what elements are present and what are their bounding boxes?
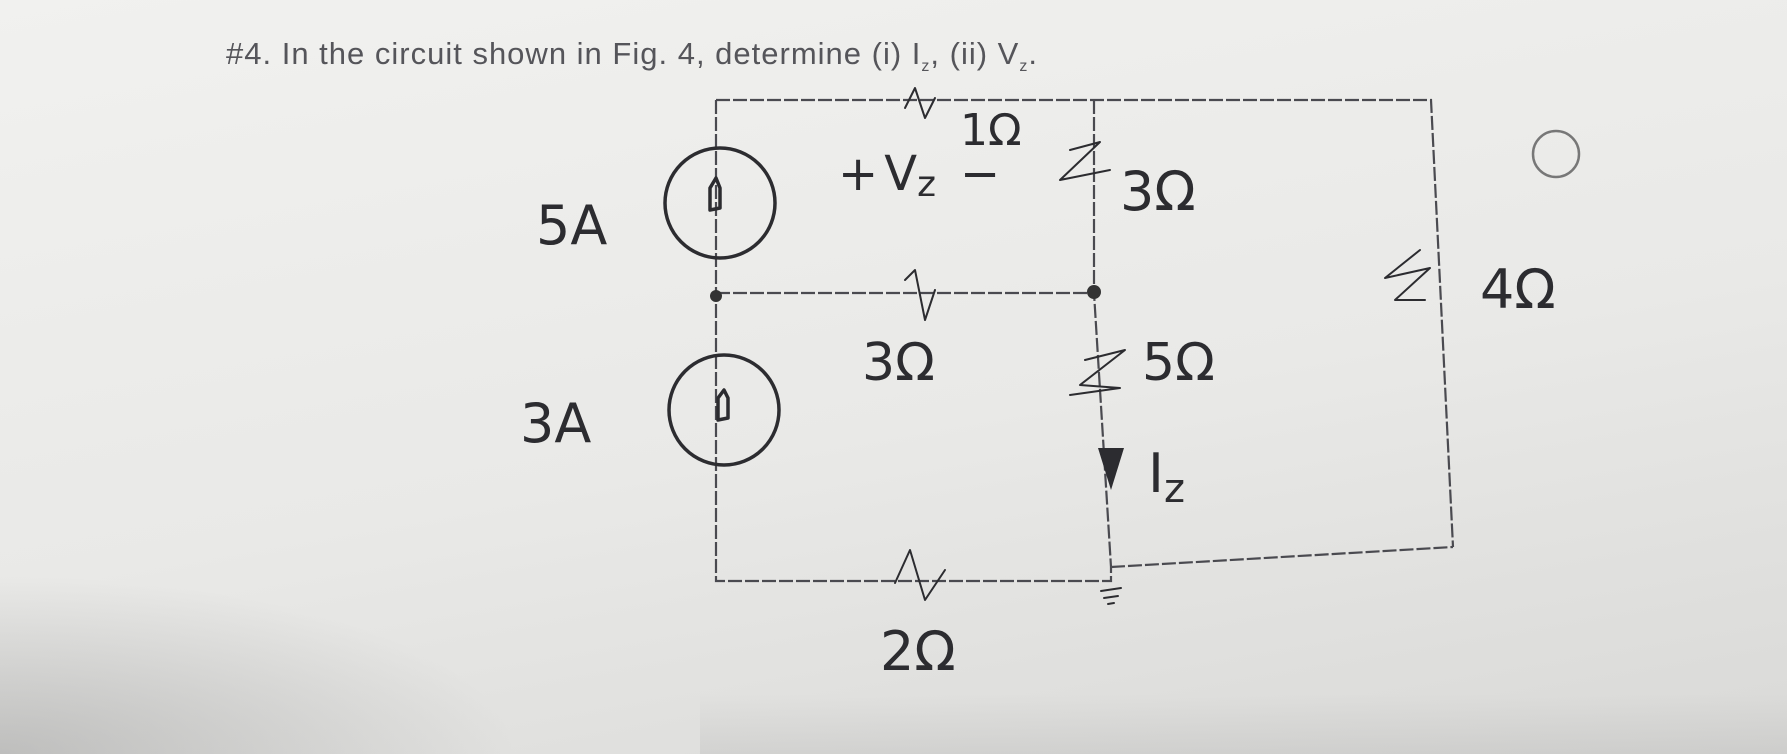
ground-icon xyxy=(1100,587,1122,605)
current-arrow-icon xyxy=(1098,448,1124,490)
problem-statement: #4. In the circuit shown in Fig. 4, dete… xyxy=(226,36,1038,76)
resistor-label-2ohm: 2Ω xyxy=(880,620,956,683)
resistor-label-4ohm: 4Ω xyxy=(1480,258,1556,321)
resistor-2ohm-symbol xyxy=(894,549,946,601)
voltage-label-vz: +Vz− xyxy=(838,146,1000,205)
source-label-3a: 3A xyxy=(520,392,591,455)
resistor-1ohm-symbol xyxy=(904,87,936,119)
resistor-label-3ohm-top: 3Ω xyxy=(1120,160,1196,223)
resistor-label-3ohm-middle: 3Ω xyxy=(862,333,935,393)
source-label-5a: 5A xyxy=(536,194,607,257)
resistor-5ohm-symbol xyxy=(1069,349,1126,396)
photo-shadow-bottom xyxy=(700,694,1787,754)
node xyxy=(710,290,722,302)
resistor-label-5ohm: 5Ω xyxy=(1142,333,1215,393)
resistor-label-1ohm: 1Ω xyxy=(960,105,1022,156)
stray-circle-mark xyxy=(1531,129,1581,179)
resistor-4ohm-symbol xyxy=(1384,249,1431,301)
node xyxy=(1087,285,1101,299)
wires xyxy=(714,98,1455,583)
resistor-3ohm-middle-symbol xyxy=(904,269,936,321)
current-source-5a xyxy=(663,146,777,260)
current-label-iz: Iz xyxy=(1148,442,1185,512)
resistor-3ohm-top-symbol xyxy=(1059,141,1111,181)
current-source-3a xyxy=(667,353,781,467)
photo-shadow xyxy=(0,574,520,754)
